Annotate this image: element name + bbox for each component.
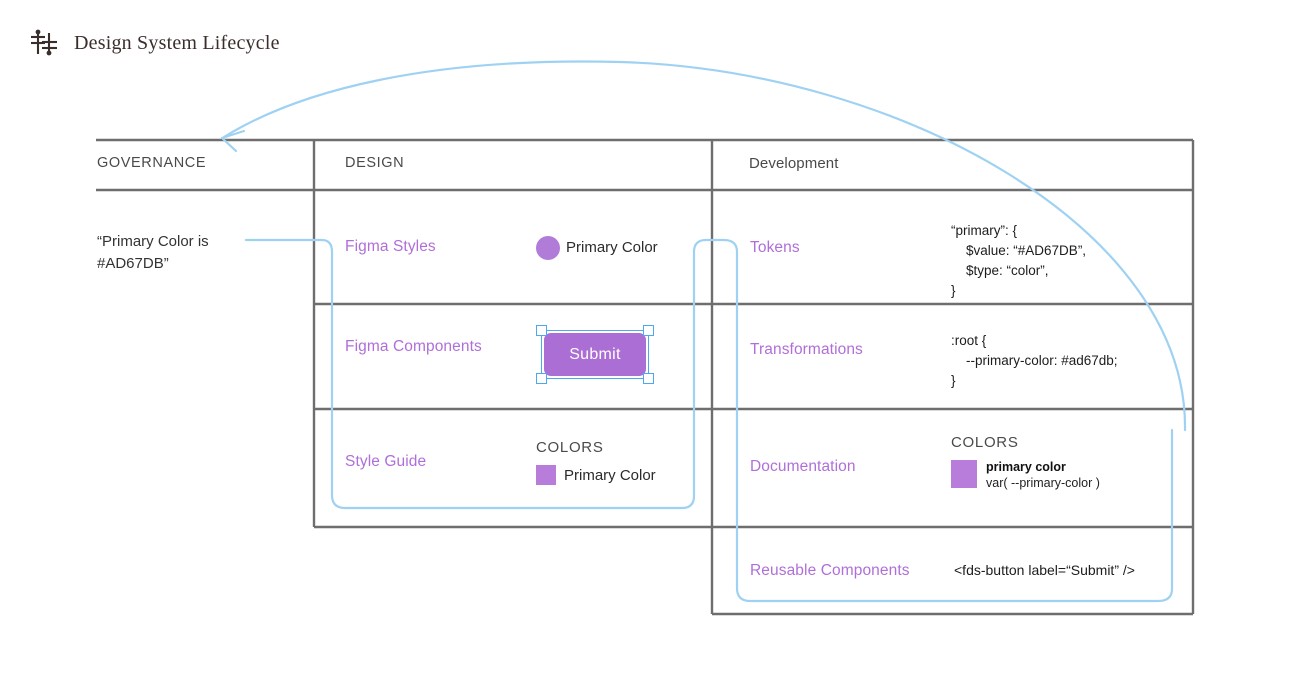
- row-label-documentation[interactable]: Documentation: [750, 458, 856, 475]
- feedback-loop-arrowhead: [220, 129, 246, 153]
- tokens-code-line-3: $type: “color”,: [951, 263, 1049, 278]
- column-header-governance: GOVERNANCE: [97, 155, 207, 171]
- primary-color-circle-swatch: [536, 236, 560, 260]
- column-header-design: DESIGN: [345, 155, 405, 171]
- submit-button-label: Submit: [569, 345, 621, 363]
- transformations-code-line-2: --primary-color: #ad67db;: [951, 353, 1118, 368]
- reusable-component-code: <fds-button label=“Submit” />: [954, 562, 1135, 578]
- governance-statement-line2: #AD67DB”: [97, 255, 169, 272]
- selection-handle-top-left[interactable]: [536, 325, 547, 336]
- style-guide-color-swatch: [536, 465, 556, 485]
- row-label-figma-components[interactable]: Figma Components: [345, 338, 482, 355]
- figma-style-swatch-label: Primary Color: [566, 239, 658, 256]
- documentation-colors-heading: COLORS: [951, 434, 1019, 451]
- documentation-token-var: var( --primary-color ): [986, 476, 1100, 490]
- page-header: Design System Lifecycle: [28, 28, 280, 58]
- pipeline-connector-path: [244, 238, 1174, 603]
- row-label-tokens[interactable]: Tokens: [750, 239, 800, 256]
- row-label-figma-styles[interactable]: Figma Styles: [345, 238, 436, 255]
- lifecycle-icon: [31, 29, 57, 56]
- submit-button-preview[interactable]: Submit: [544, 333, 646, 376]
- documentation-token-name: primary color: [986, 460, 1066, 474]
- selection-bounding-box: [541, 330, 649, 379]
- selection-handle-top-right[interactable]: [643, 325, 654, 336]
- row-label-transformations[interactable]: Transformations: [750, 341, 863, 358]
- transformations-code-line-1: :root {: [951, 333, 987, 348]
- transformations-code-line-3: }: [951, 373, 956, 388]
- tokens-code-line-2: $value: “#AD67DB”,: [951, 243, 1087, 258]
- selection-handle-bottom-right[interactable]: [643, 373, 654, 384]
- row-label-style-guide[interactable]: Style Guide: [345, 453, 427, 470]
- page-title: Design System Lifecycle: [74, 31, 280, 54]
- style-guide-colors-heading: COLORS: [536, 439, 604, 456]
- selection-handle-bottom-left[interactable]: [536, 373, 547, 384]
- governance-statement-line1: “Primary Color is: [97, 233, 209, 250]
- documentation-color-swatch: [951, 460, 977, 488]
- tokens-code-line-1: “primary”: {: [951, 223, 1018, 238]
- style-guide-swatch-label: Primary Color: [564, 467, 656, 484]
- row-label-reusable-components[interactable]: Reusable Components: [750, 562, 910, 579]
- column-header-development: Development: [749, 155, 839, 172]
- tokens-code-line-4: }: [951, 283, 956, 298]
